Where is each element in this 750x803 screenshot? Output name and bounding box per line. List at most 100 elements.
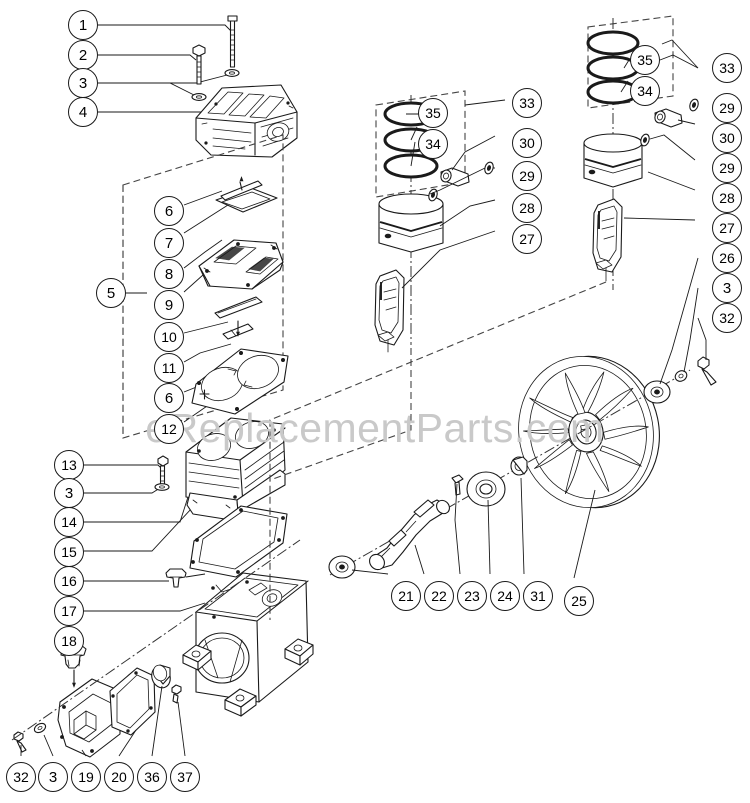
part-36-crank-seal	[151, 664, 171, 689]
callout-bubble-23[interactable]: 23	[457, 581, 487, 611]
callout-bubble-1[interactable]: 1	[68, 10, 98, 40]
callout-bubble-10[interactable]: 10	[154, 322, 184, 352]
callout-bubble-30[interactable]: 30	[512, 128, 542, 158]
part-23-crankshaft-key	[451, 474, 464, 496]
phantom-assembly-path-left	[269, 348, 412, 481]
part-1-head-bolt	[227, 15, 238, 68]
callout-bubble-3[interactable]: 3	[68, 68, 98, 98]
callout-bubble-29[interactable]: 29	[712, 93, 742, 123]
callout-bubble-2[interactable]: 2	[68, 40, 98, 70]
part-28-piston-left	[378, 193, 444, 253]
part-31-spacer	[510, 456, 528, 476]
callout-bubble-16[interactable]: 16	[54, 566, 84, 596]
callout-bubble-7[interactable]: 7	[154, 228, 184, 258]
leader-lines-piston-right	[623, 119, 696, 221]
part-34-rings-right	[586, 55, 640, 105]
callout-bubble-4[interactable]: 4	[68, 97, 98, 127]
callout-bubble-29[interactable]: 29	[512, 161, 542, 191]
part-30-wrist-pin-left	[440, 167, 470, 187]
leader-16-dashline	[185, 573, 206, 578]
callout-bubble-26[interactable]: 26	[712, 243, 742, 273]
callout-bubble-21[interactable]: 21	[391, 581, 421, 611]
leader-line-25	[573, 489, 596, 579]
callout-bubble-36[interactable]: 36	[137, 762, 167, 792]
part-13-cylinder-bolt	[157, 455, 169, 485]
part-16-breather-plug	[165, 568, 187, 588]
part-30-wrist-pin-right	[654, 108, 683, 128]
part-3-washer-lower	[191, 93, 207, 101]
part-3-washer-cylinder	[154, 483, 170, 491]
callout-bubble-37[interactable]: 37	[170, 762, 200, 792]
phantom-assembly-path	[269, 281, 607, 620]
phantom-box-piston-rings-right	[587, 15, 674, 109]
callout-bubble-8[interactable]: 8	[154, 259, 184, 289]
callout-bubble-33[interactable]: 33	[712, 53, 742, 83]
callout-bubble-5[interactable]: 5	[96, 278, 126, 308]
callout-bubble-17[interactable]: 17	[54, 596, 84, 626]
part-32-bottom-bolt	[13, 731, 27, 753]
callout-bubble-25[interactable]: 25	[564, 586, 594, 616]
callout-bubble-3[interactable]: 3	[54, 478, 84, 508]
leader-lines-crankshaft	[351, 477, 525, 575]
part-2-cap-screw	[192, 44, 206, 85]
part-24-bearing	[466, 471, 506, 507]
part-14-cylinder-block	[185, 417, 286, 521]
part-11-valve-strip-small	[222, 320, 254, 340]
callout-bubble-11[interactable]: 11	[154, 353, 184, 383]
callout-bubble-13[interactable]: 13	[54, 450, 84, 480]
callout-bubble-6[interactable]: 6	[154, 196, 184, 226]
leader-lines-bottom	[20, 685, 186, 757]
callout-bubble-35[interactable]: 35	[418, 98, 448, 128]
part-22-crankshaft	[369, 499, 450, 571]
callout-bubble-15[interactable]: 15	[54, 537, 84, 567]
callout-bubble-9[interactable]: 9	[154, 290, 184, 320]
callout-bubble-3[interactable]: 3	[38, 762, 68, 792]
callout-bubble-35[interactable]: 35	[630, 45, 660, 75]
callout-bubble-22[interactable]: 22	[424, 581, 454, 611]
callout-bubble-18[interactable]: 18	[54, 626, 84, 656]
part-3-washer-upper	[224, 69, 240, 77]
callout-bubble-34[interactable]: 34	[630, 76, 660, 106]
part-35-compression-ring-right	[586, 30, 640, 56]
callout-bubble-34[interactable]: 34	[418, 129, 448, 159]
callout-bubble-20[interactable]: 20	[104, 762, 134, 792]
leader-lines-flywheel-hardware	[659, 257, 707, 385]
callout-bubble-19[interactable]: 19	[71, 762, 101, 792]
callout-bubble-6[interactable]: 6	[154, 383, 184, 413]
part-3-flywheel-washer	[674, 370, 688, 382]
part-6-head-gasket-lower	[191, 348, 289, 415]
part-32-flywheel-bolt	[697, 356, 717, 386]
part-26-flywheel-washer	[643, 380, 671, 404]
callout-bubble-30[interactable]: 30	[712, 123, 742, 153]
callout-bubble-32[interactable]: 32	[6, 762, 36, 792]
part-9-valve-plate	[198, 239, 284, 290]
part-10-valve-strip-lower	[214, 296, 263, 319]
callout-bubble-27[interactable]: 27	[712, 213, 742, 243]
callout-bubble-28[interactable]: 28	[712, 183, 742, 213]
part-7-valve-strip-upper	[220, 180, 263, 201]
callout-bubble-12[interactable]: 12	[154, 414, 184, 444]
part-29-retaining-ring-left-a	[484, 161, 494, 175]
callout-bubble-3[interactable]: 3	[712, 273, 742, 303]
callout-bubble-32[interactable]: 32	[712, 303, 742, 333]
part-27-connecting-rod-left	[374, 269, 405, 353]
part-28-piston-right	[583, 133, 643, 188]
part-29-retaining-ring-right-a	[689, 98, 699, 112]
callout-bubble-31[interactable]: 31	[523, 581, 553, 611]
centerline-flywheel-shaft	[329, 369, 691, 576]
callout-bubble-28[interactable]: 28	[512, 193, 542, 223]
callout-bubble-24[interactable]: 24	[490, 581, 520, 611]
part-4-cylinder-head	[195, 84, 298, 158]
part-27-connecting-rod-right	[592, 198, 623, 282]
callout-bubble-33[interactable]: 33	[512, 88, 542, 118]
callout-bubble-29[interactable]: 29	[712, 153, 742, 183]
part-20-bearing-cover-gasket	[109, 667, 156, 736]
phantom-box-valve-assembly	[122, 134, 284, 439]
part-15-crankcase-gasket	[189, 505, 288, 578]
part-25-flywheel	[518, 355, 660, 509]
part-8-arrow	[239, 181, 243, 191]
callout-bubble-14[interactable]: 14	[54, 507, 84, 537]
callout-bubble-27[interactable]: 27	[512, 224, 542, 254]
